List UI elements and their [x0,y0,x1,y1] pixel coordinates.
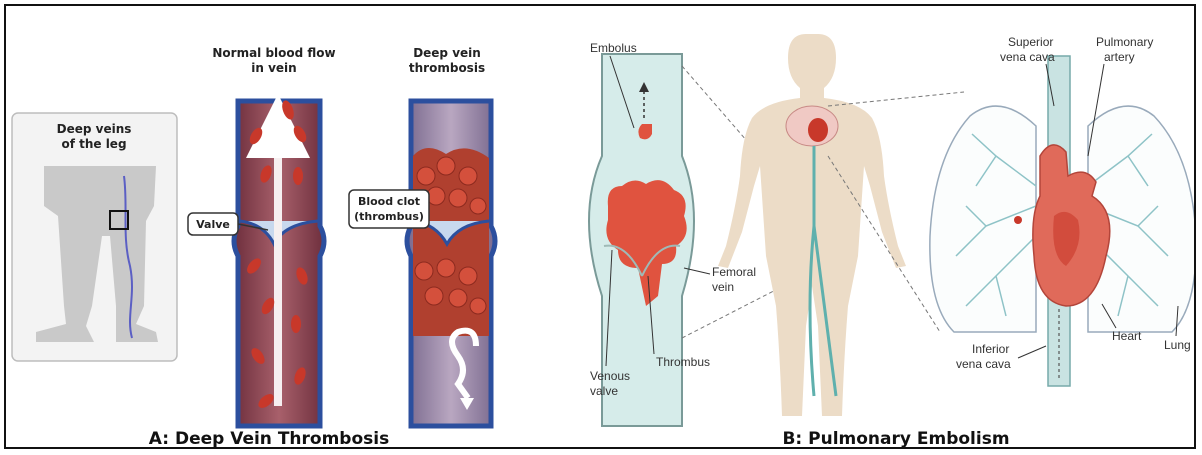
ivc-label-2: vena cava [956,357,1011,371]
clot-callout: Blood clot (thrombus) [349,190,429,228]
ivc-leader [1018,346,1046,358]
thrombus-label: Thrombus [656,355,710,369]
venous-valve-label-1: Venous [590,369,630,383]
leg-box-title-1: Deep veins [57,122,132,136]
lung-label: Lung [1164,338,1191,352]
caption-b: B: Pulmonary Embolism [782,429,1009,449]
normal-flow-title-1: Normal blood flow [212,46,335,60]
panel-b: Embolus Femoral vein Venous valve Thromb… [589,34,1196,449]
leg-box-title-2: of the leg [61,137,126,151]
svc-label-1: Superior [1008,35,1053,49]
ivc-label-1: Inferior [972,342,1009,356]
dvt-vein: Deep vein thrombosis [407,46,495,426]
femoral-label-2: vein [712,280,734,294]
diagram-canvas: Deep veins of the leg Normal blood flow … [6,6,1196,449]
dvt-title-1: Deep vein [413,46,481,60]
caption-a: A: Deep Vein Thrombosis [149,429,389,449]
dvt-title-2: thrombosis [409,61,485,75]
body-heart [808,118,828,142]
clot-label-1: Blood clot [358,195,420,208]
valve-label: Valve [196,218,230,231]
normal-vein: Normal blood flow in vein [212,46,335,426]
venous-valve-label-2: valve [590,384,618,398]
pa-label-2: artery [1104,50,1135,64]
svc-label-2: vena cava [1000,50,1055,64]
pulmonary-embolus [1014,216,1022,224]
diagram-frame: Deep veins of the leg Normal blood flow … [4,4,1196,449]
body-figure [718,34,906,416]
panel-a: Deep veins of the leg Normal blood flow … [12,46,495,449]
heart-label: Heart [1112,329,1142,343]
femoral-label-1: Femoral [712,265,756,279]
normal-flow-title-2: in vein [251,61,296,75]
pa-label-1: Pulmonary [1096,35,1153,49]
clot-label-2: (thrombus) [354,210,424,223]
lungs [930,56,1196,386]
leg-inset: Deep veins of the leg [12,113,177,361]
embolus-label: Embolus [590,41,637,55]
